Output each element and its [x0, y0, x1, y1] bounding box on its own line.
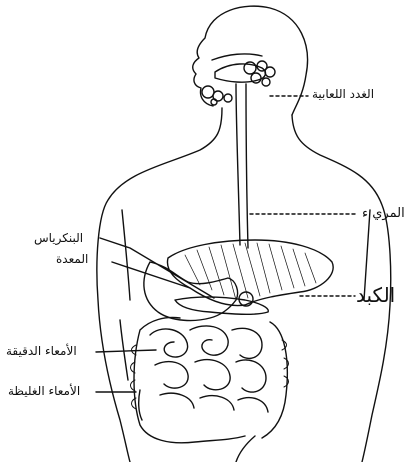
salivary-glands-shape: [202, 61, 275, 105]
leader-line-pancreas: [100, 238, 214, 298]
pancreas-shape: [175, 297, 268, 314]
body-outline: [97, 108, 391, 462]
stomach-shape: [144, 262, 238, 320]
label-liver: الكبد: [356, 285, 395, 305]
head-outline: [193, 6, 308, 115]
leader-line-small-intestine: [96, 350, 156, 352]
arm-lines: [120, 210, 370, 380]
liver-shading: [185, 243, 316, 300]
nasal-passage: [212, 54, 262, 60]
esophagus-tube: [236, 84, 248, 248]
leader-line-stomach: [112, 262, 190, 288]
label-salivary-glands: الغدد اللعابية: [312, 88, 374, 100]
label-esophagus: المري ء: [362, 207, 405, 220]
label-small-intestine: الأمعاء الدقيقة: [6, 345, 77, 357]
label-pancreas: البنكرياس: [34, 232, 83, 244]
label-large-intestine: الأمعاء الغليظة: [8, 385, 80, 397]
label-stomach: المعدة: [56, 253, 88, 265]
small-intestine-shape: [150, 326, 268, 412]
